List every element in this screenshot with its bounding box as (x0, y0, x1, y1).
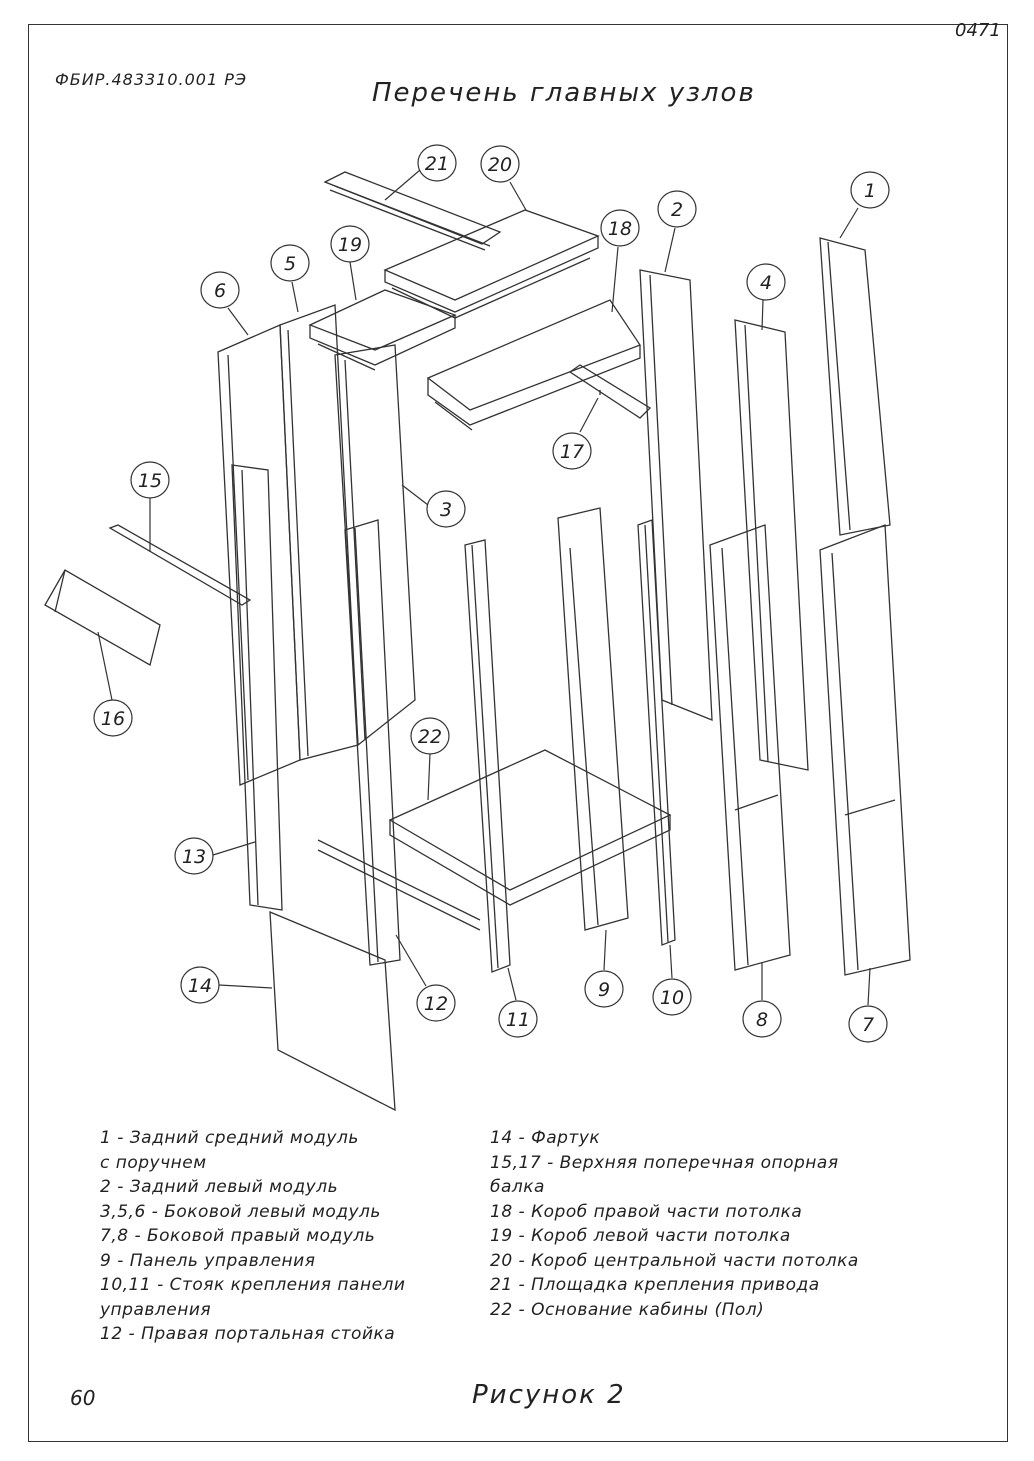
legend-line: 20 - Короб центральной части потолка (490, 1250, 859, 1271)
legend-left: 1 - Задний средний модуль с поручнем 2 -… (100, 1126, 460, 1347)
callout-label: 4 (760, 272, 772, 294)
legend-line: 18 - Короб правой части потолка (490, 1201, 803, 1222)
callout-label: 14 (188, 975, 212, 997)
part-bracket (44, 569, 161, 666)
callout-21: 21 (384, 144, 457, 201)
callout-label: 18 (608, 218, 632, 240)
legend-line: 3,5,6 - Боковой левый модуль (100, 1201, 381, 1222)
callout-14: 14 (180, 966, 273, 1004)
callout-16: 16 (93, 631, 133, 737)
legend-line: 9 - Панель управления (100, 1250, 316, 1271)
callout-5: 5 (270, 244, 310, 313)
callout-label: 1 (864, 180, 876, 202)
callout-label: 15 (138, 470, 162, 492)
part-back-middle (819, 237, 891, 536)
part-panel-stand-10 (637, 519, 676, 946)
callout-label: 12 (424, 993, 448, 1015)
part-upper-beam-15 (108, 524, 252, 606)
legend-line: 1 - Задний средний модуль (100, 1128, 359, 1148)
callout-19: 19 (330, 225, 370, 301)
part-side-right-8 (709, 524, 791, 971)
legend-right: 14 - Фартук 15,17 - Верхняя поперечная о… (490, 1126, 930, 1322)
legend-line: 22 - Основание кабины (Пол) (490, 1299, 765, 1320)
legend-line: 19 - Короб левой части потолка (490, 1226, 791, 1246)
legend-line: 10,11 - Стояк крепления панели (100, 1275, 406, 1295)
part-portal-left (231, 464, 283, 911)
callout-11: 11 (498, 967, 538, 1038)
part-upper-beam (568, 364, 652, 419)
part-portal-right (344, 519, 401, 966)
part-back-left (639, 269, 713, 721)
callout-label: 19 (338, 234, 362, 256)
figure-caption: Рисунок 2 (472, 1380, 626, 1410)
page-title: Перечень главных узлов (372, 78, 756, 108)
callout-label: 3 (440, 499, 452, 521)
part-panel-stand-11 (464, 539, 511, 973)
callout-4: 4 (746, 263, 786, 331)
legend-line: 21 - Площадка крепления привода (490, 1275, 820, 1295)
page-frame (28, 24, 1008, 1442)
callout-10: 10 (652, 944, 692, 1016)
legend-line: управления (100, 1299, 212, 1320)
legend-line: 12 - Правая портальная стойка (100, 1324, 396, 1344)
callout-label: 9 (598, 979, 610, 1001)
page-number: 60 (70, 1386, 96, 1410)
callout-label: 8 (756, 1009, 768, 1031)
legend-line: балка (490, 1177, 545, 1197)
callout-1: 1 (839, 171, 890, 239)
legend-line: 15,17 - Верхняя поперечная опорная (490, 1152, 839, 1173)
part-ceiling-right (426, 299, 641, 431)
callout-label: 20 (488, 154, 512, 176)
callout-label: 7 (862, 1014, 874, 1036)
callout-8: 8 (742, 962, 782, 1038)
callout-3: 3 (401, 484, 466, 528)
part-side-right-7 (819, 524, 911, 976)
callout-13: 13 (174, 837, 256, 875)
part-apron (269, 910, 396, 1112)
callout-label: 22 (418, 726, 442, 748)
legend-line: с поручнем (100, 1152, 207, 1173)
document-number: ФБИР.483310.001 РЭ (55, 70, 248, 89)
callout-12: 12 (395, 934, 456, 1022)
legend-line: 14 - Фартук (490, 1128, 601, 1148)
part-ceiling-left (308, 289, 457, 371)
callout-label: 2 (671, 199, 683, 221)
part-control-panel (557, 507, 629, 931)
part-ceiling-center (383, 209, 600, 319)
legend-line: 2 - Задний левый модуль (100, 1177, 339, 1197)
callout-label: 21 (425, 153, 449, 175)
legend-line: 7,8 - Боковой правый модуль (100, 1226, 376, 1246)
callout-9: 9 (584, 929, 624, 1008)
callout-15: 15 (130, 461, 170, 552)
callout-17: 17 (552, 397, 599, 470)
callout-label: 5 (284, 253, 296, 275)
part-floor (317, 749, 672, 931)
callout-6: 6 (200, 271, 249, 336)
callout-18: 18 (600, 209, 640, 313)
part-side-right-4 (734, 319, 809, 771)
callout-2: 2 (657, 190, 697, 273)
callout-7: 7 (848, 967, 888, 1043)
callout-label: 10 (660, 987, 684, 1009)
callout-label: 6 (214, 280, 226, 302)
callout-label: 16 (101, 708, 125, 730)
callout-22: 22 (410, 717, 450, 801)
callout-20: 20 (480, 145, 527, 211)
callout-label: 11 (506, 1009, 530, 1031)
callout-label: 13 (182, 846, 206, 868)
callout-label: 17 (560, 441, 584, 463)
part-side-left-6 (217, 324, 301, 786)
corner-code: 0471 (955, 20, 1001, 41)
